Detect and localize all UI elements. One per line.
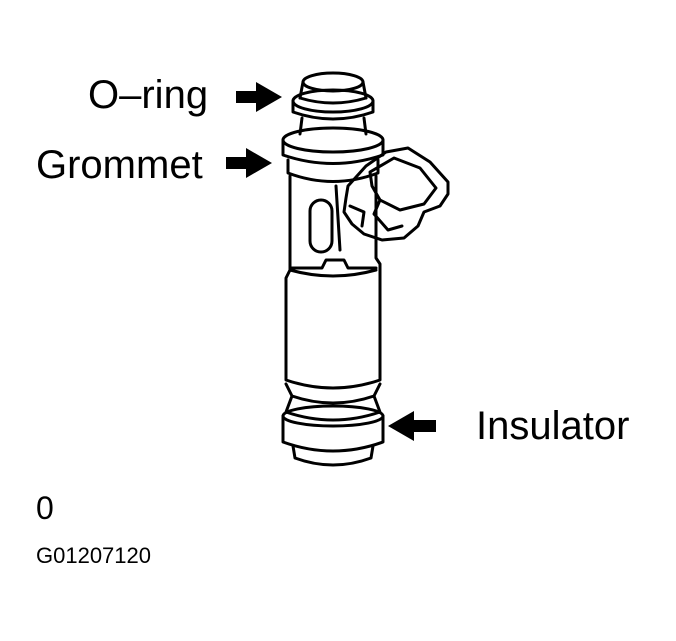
insulator: [281, 404, 385, 467]
injector-body: [284, 174, 382, 390]
figure-code: G01207120: [36, 543, 151, 568]
o-ring-arrow-icon: [236, 82, 282, 112]
injector-top-cap: [298, 71, 368, 105]
grommet-label: Grommet: [36, 143, 203, 187]
body-window-slot: [308, 198, 334, 254]
figure-marker: 0: [36, 490, 54, 526]
o-ring: [291, 88, 375, 121]
insulator-arrow-icon: [388, 411, 436, 441]
o-ring-label: O–ring: [88, 73, 209, 117]
grommet-arrow-icon: [226, 148, 272, 178]
insulator-label: Insulator: [476, 404, 630, 448]
lower-collar: [284, 382, 382, 422]
grommet-ring: [281, 126, 385, 183]
electrical-connector: [342, 146, 450, 242]
